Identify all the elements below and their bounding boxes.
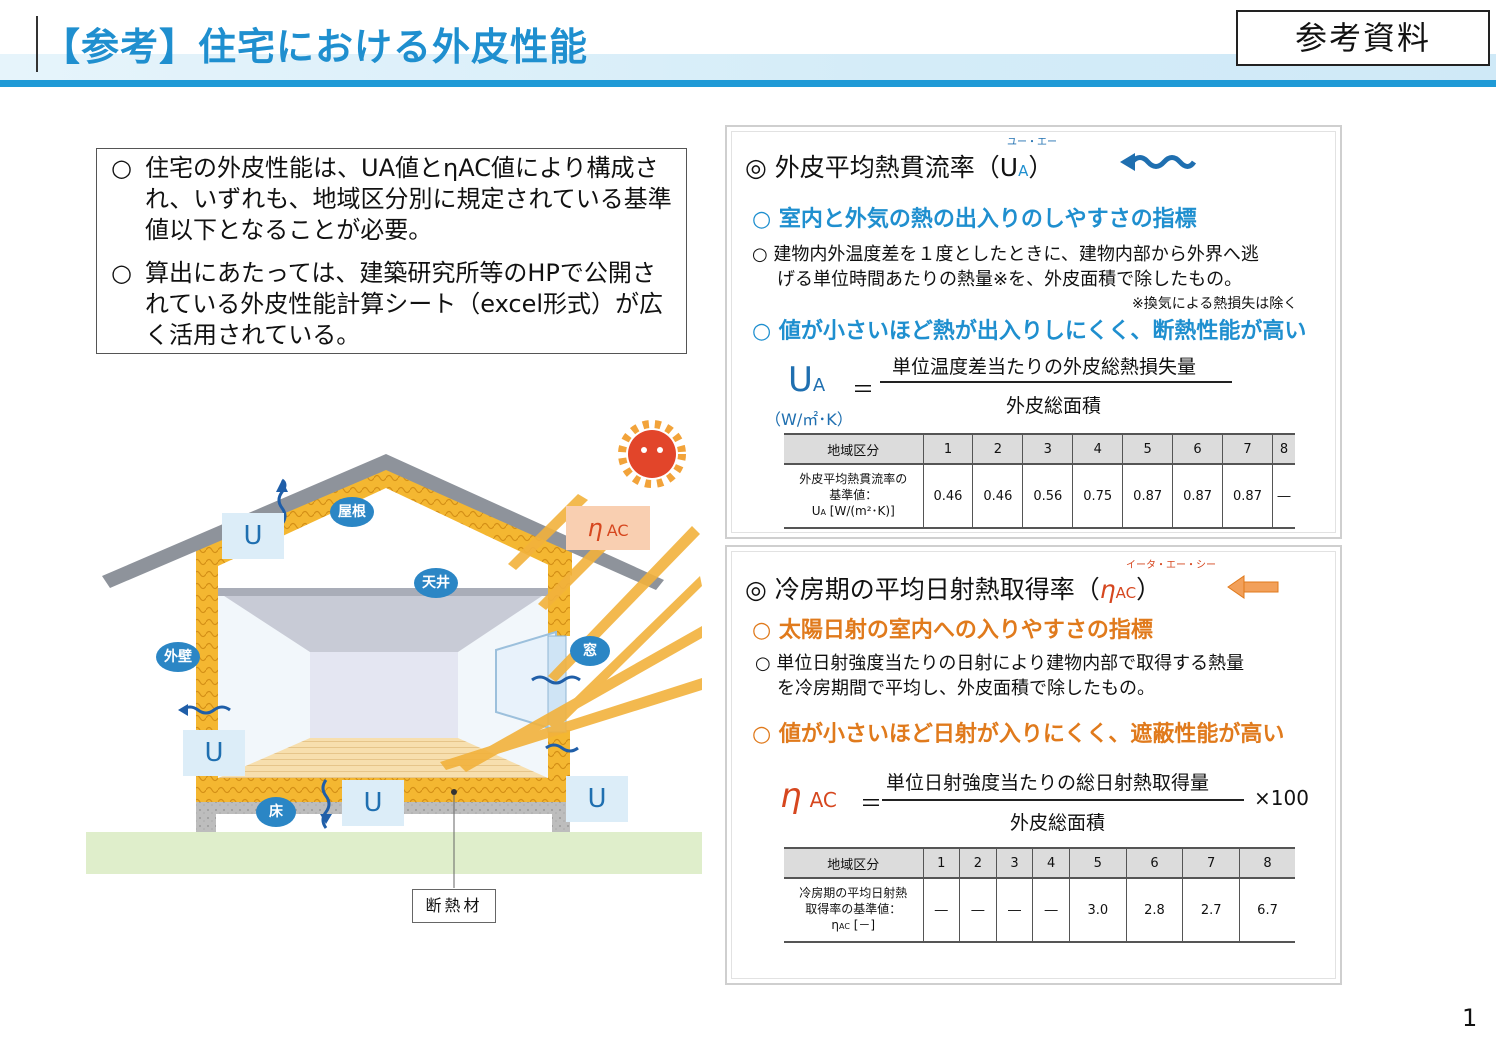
ua-headline: ○ 室内と外気の熱の出入りのしやすさの指標 (752, 207, 1197, 232)
ua-note: ※換気による熱損失は除く (1132, 296, 1298, 312)
ua-formula-equals: ＝ (852, 378, 875, 403)
header-divider (36, 16, 38, 72)
eta-desc-line1: ○ 単位日射強度当たりの日射により建物内部で取得する熱量 (755, 653, 1245, 674)
roof-label: 屋根 (330, 497, 374, 527)
heat-flow-arrow-icon (1120, 153, 1196, 171)
u-tag-floor: U (342, 780, 404, 826)
table-header-cell: 1 (923, 434, 974, 464)
eta-headline: ○ 太陽日射の室内への入りやすさの指標 (752, 618, 1153, 643)
ua-formula-numerator: 単位温度差当たりの外皮総熱損失量 (892, 356, 1197, 378)
eta-formula-denominator: 外皮総面積 (1010, 812, 1106, 834)
ua-formula-lhs: UA (788, 360, 826, 400)
ua-formula-unit: （W/㎡･K） (765, 410, 853, 429)
bullet-mark: ○ (111, 259, 132, 287)
table-header-cell: 4 (1032, 848, 1070, 878)
table-cell: 0.46 (972, 464, 1024, 528)
eta-formula-numerator: 単位日射強度当たりの総日射熱取得量 (886, 772, 1210, 794)
table-header-region: 地域区分 (784, 434, 924, 464)
solar-gain-arrow-icon (1227, 575, 1279, 599)
ceiling (218, 592, 548, 652)
heat-flow-arrows (181, 478, 581, 829)
eta-title: ◎ 冷房期の平均日射熱取得率（ηAC） (745, 575, 1162, 604)
table-cell: 0.46 (923, 464, 974, 528)
window-label: 窓 (570, 636, 610, 666)
u-tag-roof: U (222, 513, 284, 559)
reference-badge: 参考資料 (1236, 10, 1490, 66)
ua-formula-fraction-bar (880, 381, 1232, 383)
ua-title: ◎ 外皮平均熱貫流率（UA） (745, 153, 1054, 182)
table-header-cell: 4 (1072, 434, 1124, 464)
page-title: 【参考】住宅における外皮性能 (42, 25, 589, 69)
back-wall (310, 652, 458, 738)
eta-formula-multiplier: ×100 (1254, 786, 1309, 810)
table-row-label: 外皮平均熱貫流率の 基準値： UA [W/(m²･K)] (784, 464, 924, 528)
table-cell: ― (1277, 488, 1291, 504)
table-header-cell: 7 (1222, 434, 1273, 464)
u-tag-wall: U (183, 730, 245, 776)
eta-formula-fraction-bar (882, 799, 1244, 801)
table-cell: 0.87 (1122, 464, 1174, 528)
table-header-cell: 8 (1263, 855, 1272, 871)
table-cell: 0.87 (1222, 464, 1273, 528)
table-cell: 0.56 (1022, 464, 1074, 528)
bullet-text: 住宅の外皮性能は、UA値とηAC値により構成され、いずれも、地域区分別に規定され… (145, 154, 672, 244)
ground (86, 832, 702, 874)
intro-box: ○ 住宅の外皮性能は、UA値とηAC値により構成され、いずれも、地域区分別に規定… (96, 148, 687, 354)
table-header-cell: 2 (972, 434, 1024, 464)
ua-ruby: ユー・エー (1007, 137, 1057, 148)
wall-label: 外壁 (156, 642, 200, 672)
intro-bullet: ○ 算出にあたっては、建築研究所等のHPで公開されている外皮性能計算シート（ex… (111, 258, 676, 351)
table-cell: ― (1032, 878, 1070, 942)
bullet-text: 算出にあたっては、建築研究所等のHPで公開されている外皮性能計算シート（exce… (145, 259, 664, 349)
header-underline (0, 80, 1496, 87)
table-cell: 0.87 (1172, 464, 1224, 528)
ua-standard-table: 地域区分 1 2 3 4 5 6 7 8 外皮平均熱貫流率の 基準値： UA [… (784, 433, 1295, 529)
table-header-region: 地域区分 (784, 848, 924, 878)
table-header-cell: 3 (996, 848, 1034, 878)
table-cell: 2.8 (1126, 878, 1184, 942)
table-header-cell: 6 (1172, 434, 1224, 464)
table-cell: ― (996, 878, 1034, 942)
table-cell: 0.75 (1072, 464, 1124, 528)
table-header-cell: 5 (1122, 434, 1174, 464)
page-number: 1 (1462, 1004, 1478, 1032)
table-header-cell: 6 (1126, 848, 1184, 878)
table-header-cell: 3 (1022, 434, 1074, 464)
table-cell: ― (923, 878, 961, 942)
ua-desc-line2: げる単位時間あたりの熱量※を、外皮面積で除したもの。 (777, 269, 1243, 290)
table-row: 外皮平均熱貫流率の 基準値： UA [W/(m²･K)] 0.46 0.46 0… (784, 464, 1295, 528)
table-cell: ― (959, 878, 997, 942)
insulation-label: 断熱材 (412, 889, 496, 923)
table-header-cell: 8 (1279, 441, 1289, 457)
u-tag-window: U (566, 776, 628, 822)
table-row-label: 冷房期の平均日射熱 取得率の基準値： ηAC [－] (784, 878, 924, 942)
table-header-cell: 2 (959, 848, 997, 878)
ua-desc-line1: ○ 建物内外温度差を１度としたときに、建物内部から外界へ逃 (752, 244, 1259, 265)
table-row: 冷房期の平均日射熱 取得率の基準値： ηAC [－] ― ― ― ― 3.0 2… (784, 878, 1295, 942)
table-cell: 2.7 (1182, 878, 1241, 942)
table-header-cell: 7 (1182, 848, 1241, 878)
floor-label: 床 (256, 797, 296, 827)
ua-conclusion: ○ 値が小さいほど熱が出入りしにくく、断熱性能が高い (752, 319, 1307, 344)
eta-desc-line2: を冷房期間で平均し、外皮面積で除したもの。 (777, 678, 1155, 699)
table-cell: 6.7 (1257, 902, 1278, 918)
eta-standard-table: 地域区分 1 2 3 4 5 6 7 8 冷房期の平均日射熱 取得率の基準値： … (784, 847, 1295, 943)
bullet-mark: ○ (111, 154, 132, 182)
sun-icon (618, 420, 686, 488)
eta-ruby: イータ・エー・シー (1126, 560, 1216, 571)
table-header-cell: 5 (1069, 848, 1127, 878)
ua-formula-denominator: 外皮総面積 (1006, 395, 1102, 417)
eta-conclusion: ○ 値が小さいほど日射が入りにくく、遮蔽性能が高い (752, 722, 1285, 747)
left-wall-insulation (196, 548, 218, 784)
ceiling-label: 天井 (414, 568, 458, 598)
eta-formula-equals: ＝ (860, 792, 883, 817)
intro-bullet: ○ 住宅の外皮性能は、UA値とηAC値により構成され、いずれも、地域区分別に規定… (111, 153, 676, 246)
table-cell: 3.0 (1069, 878, 1127, 942)
table-header-cell: 1 (923, 848, 961, 878)
